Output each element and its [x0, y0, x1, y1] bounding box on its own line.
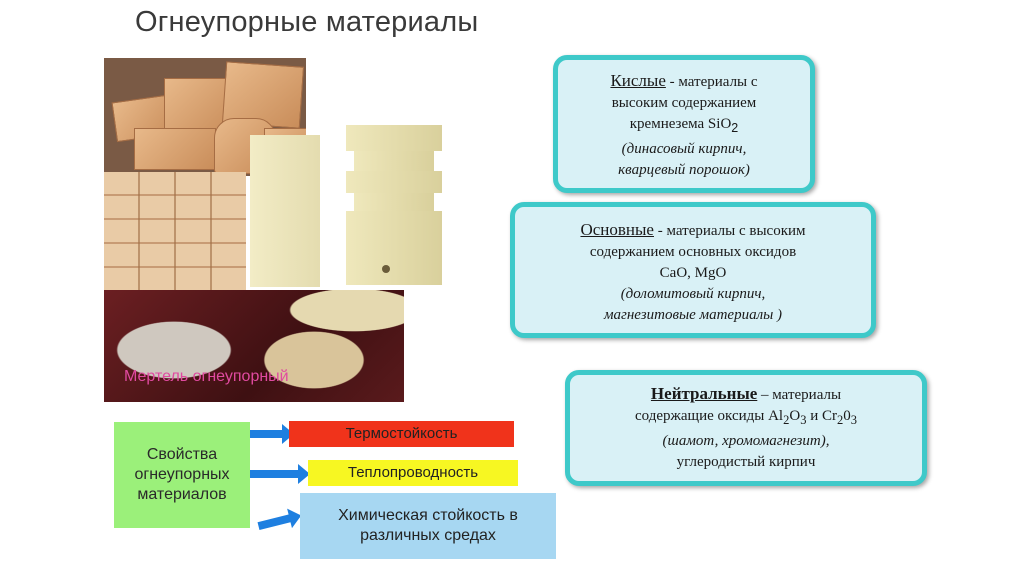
properties-label: Свойства огнеупорных материалов [114, 422, 250, 528]
acid-head: Кислые [610, 71, 666, 90]
neutral-materials-card: Нейтральные – материалы содержащие оксид… [565, 370, 927, 486]
refractory-bricks-photo [104, 58, 306, 176]
neutral-head: Нейтральные [650, 384, 758, 403]
arrow-1-icon [250, 424, 294, 444]
page-title: Огнеупорные материалы [135, 6, 479, 38]
brick-wall-photo [104, 172, 246, 290]
stepped-block-photo [346, 125, 442, 285]
property-chemical-resistance: Химическая стойкость в различных средах [300, 493, 556, 559]
basic-materials-card: Основные - материалы с высоким содержани… [510, 202, 876, 338]
property-thermal-resistance: Термостойкость [289, 421, 514, 447]
arrow-2-icon [250, 464, 310, 484]
basic-head: Основные [580, 220, 654, 239]
acid-materials-card: Кислые - материалы с высоким содержанием… [553, 55, 815, 193]
property-thermal-conductivity: Теплопроводность [308, 460, 518, 486]
white-block-photo [250, 135, 320, 287]
mortar-powder-photo: Мертель огнеупорный [104, 290, 404, 402]
arrow-3-icon [257, 514, 293, 530]
powder-label: Мертель огнеупорный [124, 368, 289, 385]
